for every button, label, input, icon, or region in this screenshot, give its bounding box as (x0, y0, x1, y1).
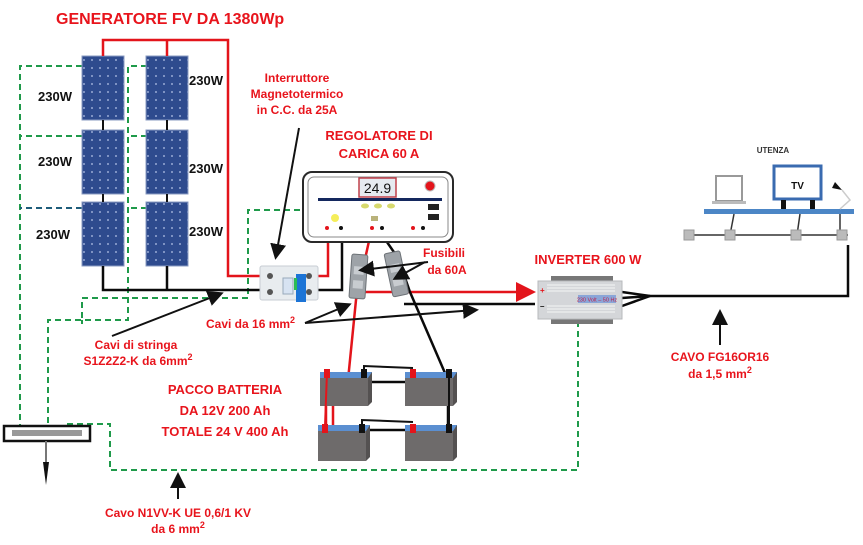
pv-panel (81, 201, 125, 267)
generator-title: GENERATORE FV DA 1380Wp (56, 11, 284, 28)
panel-power-label: 230W (189, 161, 224, 176)
svg-text:Cavi da 16 mm2: Cavi da 16 mm2 (206, 315, 295, 331)
svg-text:da 1,5 mm2: da 1,5 mm2 (688, 365, 752, 381)
ground-cable-label: Cavo N1VV-K UE 0,6/1 KV da 6 mm2 (105, 506, 251, 536)
tv-label: TV (791, 181, 804, 192)
svg-text:da 6 mm2: da 6 mm2 (151, 520, 205, 536)
pv-panel (145, 55, 189, 121)
panel-power-label: 230W (189, 73, 224, 88)
battery-pack (318, 364, 457, 461)
pv-panel (81, 129, 125, 195)
panel-power-label: 230W (38, 89, 73, 104)
load-section: UTENZA TV (683, 146, 854, 241)
sun-icon (331, 214, 339, 222)
earth-electrode (2, 424, 92, 485)
string-cables-label: Cavi di stringa S1Z2Z2-K da 6mm2 (83, 338, 192, 368)
socket-icon (724, 229, 736, 241)
inverter-plus-terminal: + (540, 286, 545, 295)
svg-text:da 60A: da 60A (427, 263, 467, 277)
socket-icon (790, 229, 802, 241)
svg-text:DA 12V 200 Ah: DA 12V 200 Ah (180, 403, 271, 418)
cables-16-label: Cavi da 16 mm2 (206, 315, 295, 331)
inverter-plate: 230 Volt – 50 Hz (577, 298, 618, 304)
load-title: UTENZA (757, 146, 790, 155)
svg-text:CAVO FG16OR16: CAVO FG16OR16 (671, 350, 770, 364)
panel-power-label: 230W (36, 227, 71, 242)
battery (320, 372, 372, 406)
svg-text:S1Z2Z2-K da 6mm2: S1Z2Z2-K da 6mm2 (83, 352, 192, 368)
battery (405, 425, 457, 461)
inverter: 230 Volt – 50 Hz + – (537, 276, 623, 324)
battery-label: PACCO BATTERIA DA 12V 200 Ah TOTALE 24 V… (162, 382, 289, 439)
socket-icon (836, 229, 848, 241)
inverter-label: INVERTER 600 W (535, 252, 643, 267)
pv-panels (81, 55, 189, 267)
svg-text:Interruttore: Interruttore (265, 71, 330, 85)
svg-text:Cavi di stringa: Cavi di stringa (95, 338, 178, 352)
string-cable-pointer-arrow (111, 290, 224, 337)
panel-power-label: 230W (38, 154, 73, 169)
fuses-label: Fusibili da 60A (423, 246, 467, 277)
inverter-minus-terminal: – (540, 302, 545, 311)
charge-regulator: 24.9 (302, 171, 454, 243)
ground-wiring (19, 65, 579, 471)
battery (405, 372, 457, 406)
status-led-icon (424, 180, 436, 192)
socket-icon (683, 229, 695, 241)
fuse-pointer-arrow (358, 260, 429, 277)
svg-text:Cavo N1VV-K UE 0,6/1 KV: Cavo N1VV-K UE 0,6/1 KV (105, 506, 251, 520)
battery (318, 425, 370, 461)
panel-power-label: 230W (189, 224, 224, 239)
dc-breaker (259, 265, 319, 302)
svg-text:CARICA 60 A: CARICA 60 A (339, 146, 420, 161)
svg-text:in C.C. da 25A: in C.C. da 25A (257, 103, 338, 117)
svg-text:TOTALE 24 V 400 Ah: TOTALE 24 V 400 Ah (162, 424, 289, 439)
pv-panel (145, 129, 189, 195)
cables-pointer-arrow (304, 302, 352, 324)
pv-panel (81, 55, 125, 121)
svg-text:PACCO BATTERIA: PACCO BATTERIA (168, 382, 283, 397)
regulator-display-value: 24.9 (364, 180, 391, 196)
tv-icon (772, 164, 823, 201)
svg-text:Magnetotermico: Magnetotermico (251, 87, 344, 101)
pv-panel (145, 201, 189, 267)
svg-text:REGOLATORE DI: REGOLATORE DI (325, 128, 432, 143)
svg-text:Fusibili: Fusibili (423, 246, 465, 260)
breaker-label: Interruttore Magnetotermico in C.C. da 2… (251, 71, 344, 117)
ac-cable-label: CAVO FG16OR16 da 1,5 mm2 (671, 350, 770, 381)
regulator-display (358, 177, 397, 198)
computer-icon (715, 175, 743, 202)
regulator-label: REGOLATORE DI CARICA 60 A (325, 128, 432, 161)
fuse-pointer-arrow (392, 261, 426, 280)
breaker-pointer-arrow (270, 127, 300, 260)
lamp-icon (832, 182, 842, 190)
cables-pointer-arrow (304, 302, 479, 324)
